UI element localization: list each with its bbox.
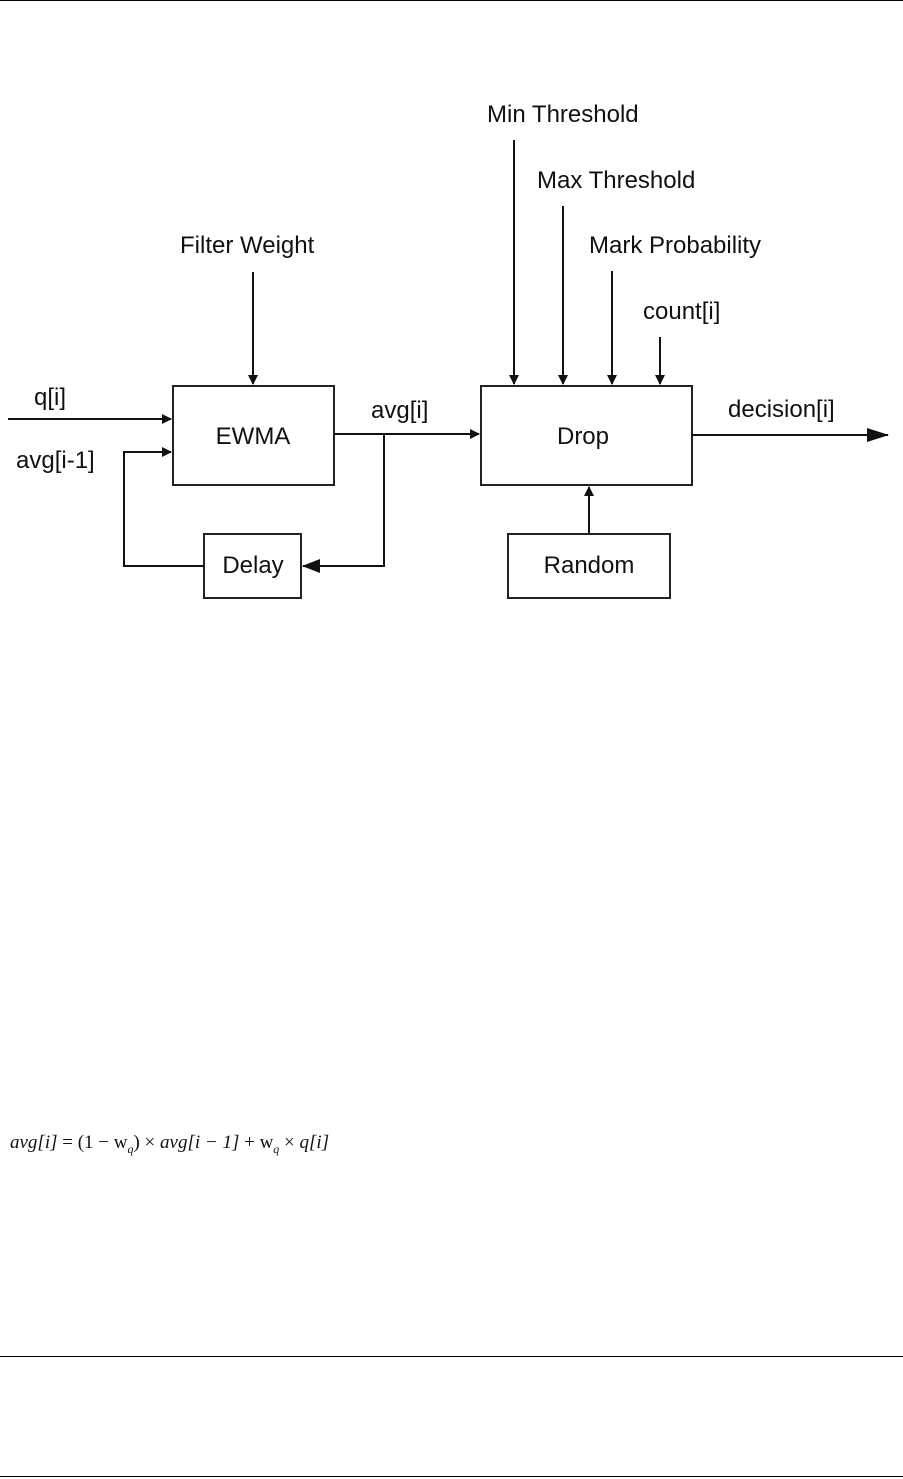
filter-weight-label: Filter Weight (180, 232, 315, 259)
avg-prev-label: avg[i-1] (16, 447, 95, 474)
footer-rule (0, 1356, 903, 1357)
avg-label: avg[i] (371, 397, 428, 424)
formula-term1: avg[i − 1] (160, 1132, 240, 1153)
count-label: count[i] (643, 298, 720, 325)
random-label: Random (544, 552, 635, 579)
formula-term2: q[i] (299, 1132, 330, 1153)
formula-part3: + w (239, 1132, 274, 1153)
top-rule (0, 0, 903, 1)
ewma-block (172, 385, 335, 486)
min-threshold-label: Min Threshold (487, 101, 639, 128)
q-input-label: q[i] (34, 384, 66, 411)
formula-eq: = (57, 1132, 78, 1153)
formula-part4: × (279, 1132, 300, 1153)
delay-label: Delay (222, 552, 283, 579)
ewma-label: EWMA (216, 423, 291, 450)
delay-input-arrow (302, 434, 385, 573)
formula-lhs: avg[i] (10, 1132, 58, 1153)
drop-block (480, 385, 693, 486)
feedback-arrow (123, 447, 204, 567)
formula-sub1: q (127, 1141, 134, 1156)
mark-probability-label: Mark Probability (589, 232, 761, 259)
drop-label: Drop (557, 423, 609, 450)
decision-label: decision[i] (728, 396, 835, 423)
formula-sub2: q (273, 1141, 280, 1156)
delay-block (203, 533, 302, 599)
bottom-rule (0, 1476, 903, 1477)
max-threshold-label: Max Threshold (537, 167, 695, 194)
ewma-formula: avg[i] = (1 − wq) × avg[i − 1] + wq × q[… (10, 1132, 329, 1157)
formula-part2: ) × (133, 1132, 161, 1153)
random-block (507, 533, 671, 599)
red-block-diagram: EWMA Drop Delay Random q[i] avg[i-1] Fil… (8, 101, 889, 599)
formula-part1: (1 − w (77, 1132, 128, 1153)
